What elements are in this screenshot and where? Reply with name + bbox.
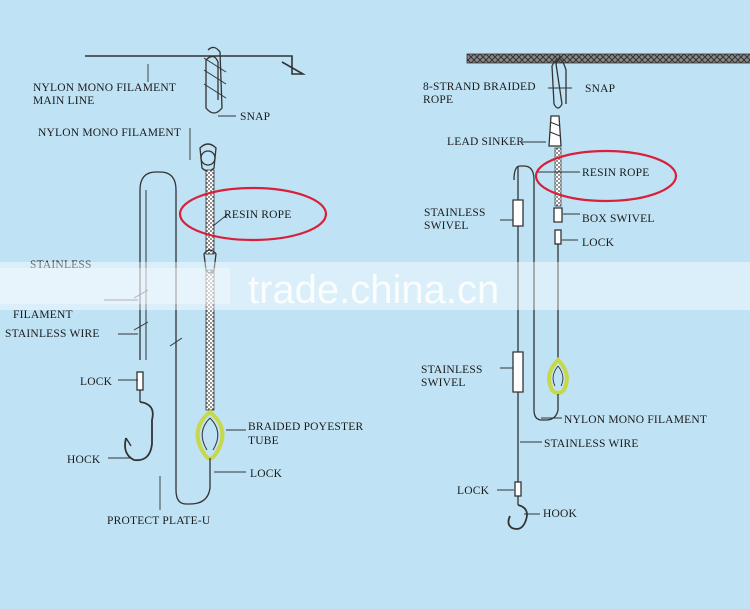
lead-sinker: [548, 115, 562, 147]
lock-left: [136, 371, 144, 391]
label-rope-2: ROPE: [423, 94, 453, 106]
label-lead-sinker: LEAD SINKER: [447, 136, 524, 148]
label-stainless-swivel-low-1: STAINLESS: [421, 364, 483, 376]
label-box-swivel: BOX SWIVEL: [582, 213, 655, 225]
stainless-swivel-top: [512, 199, 524, 227]
label-main-line-2: MAIN LINE: [33, 95, 95, 107]
label-filament-mid: FILAMENT: [13, 309, 73, 321]
resin-rope-left: [205, 169, 215, 255]
label-lock-bottom-right: LOCK: [457, 485, 490, 497]
label-rope-1: 8-STRAND BRAIDED: [423, 81, 536, 93]
label-lock-top-right: LOCK: [582, 237, 615, 249]
lock-right-bottom: [514, 481, 522, 497]
label-protect-plate: PROTECT PLATE-U: [107, 515, 211, 527]
label-hock: HOCK: [67, 454, 101, 466]
swivel-ring-left: [200, 150, 216, 166]
label-filament-top: NYLON MONO FILAMENT: [38, 127, 181, 139]
label-stainless-swivel-low-2: SWIVEL: [421, 377, 466, 389]
snap-left: [205, 46, 223, 114]
watermark-band: trade.china.cn: [0, 262, 750, 312]
lock-right-top: [554, 229, 562, 245]
right-diagram: [466, 53, 750, 530]
resin-rope-right: [554, 147, 562, 207]
label-lock-right-left: LOCK: [250, 468, 283, 480]
label-snap-right: SNAP: [585, 83, 615, 95]
label-stainless-swivel-2: SWIVEL: [424, 220, 469, 232]
stainless-swivel-low: [512, 351, 524, 393]
label-nylon-filament-right: NYLON MONO FILAMENT: [564, 414, 707, 426]
label-lock-left: LOCK: [80, 376, 113, 388]
label-braided-tube-1: BRAIDED POYESTER: [248, 421, 363, 433]
label-resin-rope-left: RESIN ROPE: [224, 209, 292, 221]
label-stainless-wire-right: STAINLESS WIRE: [544, 438, 639, 450]
resin-rope-highlight-left: [178, 186, 328, 242]
main-line: [85, 55, 307, 75]
label-hook-right: HOOK: [543, 508, 578, 520]
label-resin-rope-right: RESIN ROPE: [582, 167, 650, 179]
tube-right: [547, 357, 569, 395]
resin-rope-highlight-right: [534, 149, 678, 203]
label-stainless-wire-left: STAINLESS WIRE: [5, 328, 100, 340]
label-braided-tube-2: TUBE: [248, 435, 279, 447]
label-stainless-partial: STAINLESS: [30, 259, 92, 271]
label-stainless-swivel-1: STAINLESS: [424, 207, 486, 219]
label-snap-left: SNAP: [240, 111, 270, 123]
label-main-line-1: NYLON MONO FILAMENT: [33, 82, 176, 94]
hook-left: [124, 401, 154, 462]
left-diagram: [85, 46, 307, 510]
braided-rope: [466, 53, 750, 64]
hook-right: [507, 504, 528, 530]
snap-right: [551, 55, 567, 109]
braided-tube-left: [195, 409, 225, 461]
box-swivel: [553, 207, 563, 223]
watermark-text: trade.china.cn: [248, 268, 499, 312]
